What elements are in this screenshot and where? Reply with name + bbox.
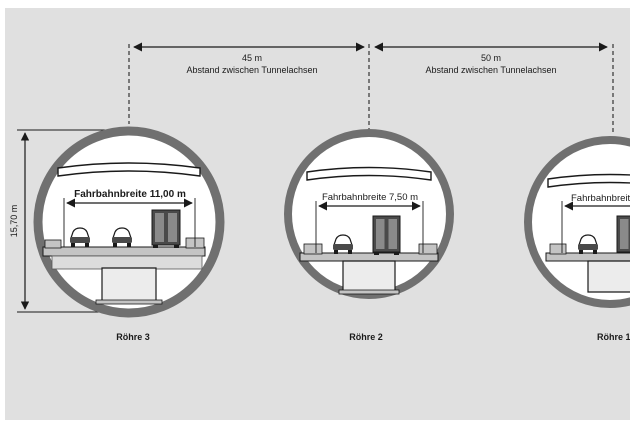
tube-3-walkway-left [44,239,62,249]
car-icon [578,234,598,254]
distance-caption-left: Abstand zwischen Tunnelachsen [186,65,317,75]
tube-2-walkway-right [418,243,438,255]
tube-3-label: Röhre 3 [116,332,150,342]
tube-3: Fahrbahnbreite 11,00 m [33,126,225,342]
tube-3-lower-slab [51,255,203,270]
tube-2-base [338,289,400,295]
tube-2-drain [342,260,396,293]
truck-icon [372,215,401,255]
tube-3-deck [42,246,206,257]
tube-2-ceiling [306,166,432,181]
tube-3-base [95,299,163,305]
tube-3-roadway-label: Fahrbahnbreite 11,00 m [74,189,186,200]
car-icon [112,227,132,247]
tube-1-label: Röhre 1 [597,332,630,342]
tube-2-roadway-label: Fahrbahnbreite 7,50 m [322,192,418,203]
distance-caption-right: Abstand zwischen Tunnelachsen [425,65,556,75]
tube-1: Fahrbahnbreite Röhre 1 [524,136,630,342]
distance-value-left: 45 m [242,53,262,63]
truck-icon [151,209,181,248]
tube-2: Fahrbahnbreite 7,50 m Röhre 2 [284,129,454,342]
tube-1-drain [587,260,630,293]
car-icon [70,227,90,247]
tube-2-label: Röhre 2 [349,332,383,342]
distance-value-right: 50 m [481,53,501,63]
car-icon [333,234,353,254]
tube-1-ceiling [547,173,630,188]
height-dimension-label: 15,70 m [9,205,19,238]
tube-3-ceiling [57,162,201,177]
tube-3-drain [101,267,157,304]
tube-2-walkway-left [303,243,323,255]
truck-icon [616,215,630,253]
tube-1-walkway-left [549,243,567,255]
tube-1-roadway-label: Fahrbahnbreite [571,193,630,204]
